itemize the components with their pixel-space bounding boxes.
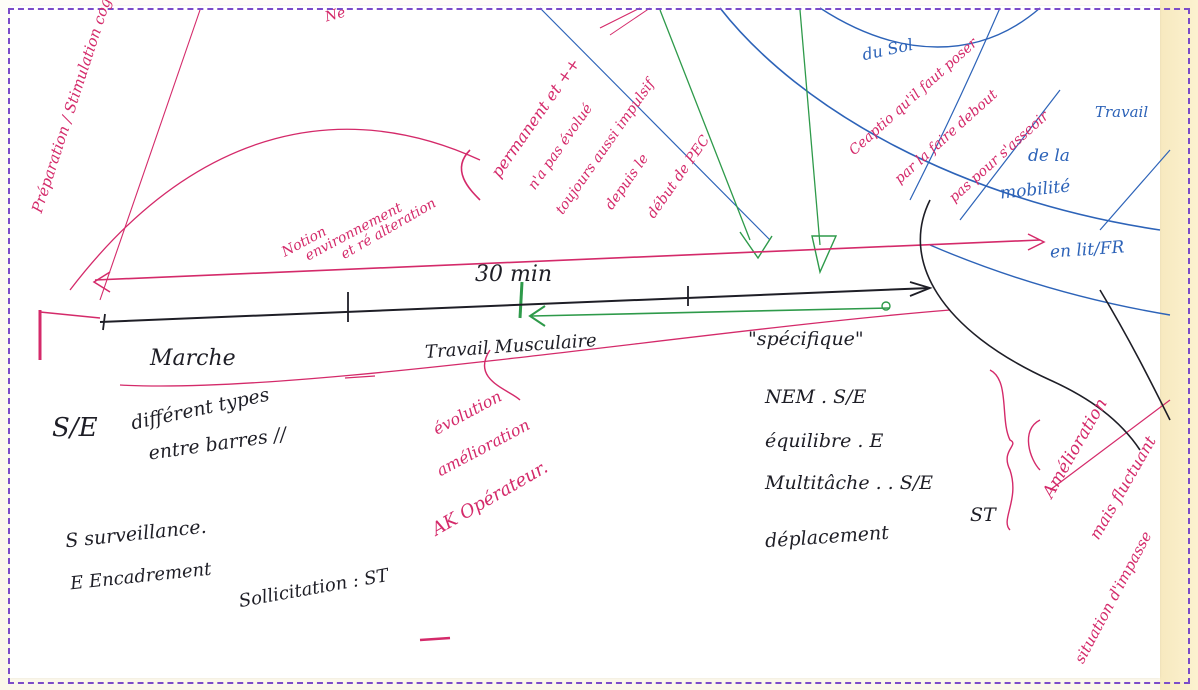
note-s-e: S/E (52, 413, 98, 443)
note-de-la: de la (1028, 146, 1070, 166)
pink-diag-right (1049, 399, 1171, 491)
green-end-dot (881, 301, 891, 311)
note-equilibre: équilibre . E (765, 430, 884, 452)
pink-brace-left (460, 149, 481, 201)
pink-arrowhead-right (1027, 233, 1046, 251)
green-line-2 (799, 9, 821, 246)
pink-top-wave (609, 7, 651, 36)
timeline-arrowhead (909, 281, 933, 297)
pink-arrowhead-left (92, 271, 111, 293)
paper-edge (1160, 0, 1198, 690)
green-arrowhead-2 (811, 235, 838, 275)
green-arrowhead-1 (739, 231, 773, 260)
black-line-top (99, 9, 201, 301)
note-specifique: "spécifique" (748, 328, 864, 350)
blue-arc-large (719, 7, 1161, 231)
pink-small-arrow (344, 375, 376, 379)
timeline (99, 287, 931, 323)
blue-line-diag (959, 89, 1061, 221)
pink-top-line (599, 7, 641, 29)
note-st: ST (970, 504, 996, 526)
green-arrowhead-back (528, 305, 546, 327)
timeline-tick-1 (102, 313, 106, 331)
black-arc-right (919, 199, 1141, 451)
blue-line-top-left (539, 7, 771, 241)
notebook-page (10, 6, 1160, 678)
blue-arc-right (909, 7, 1001, 201)
black-arc-right2 (1099, 289, 1171, 421)
pink-long-line (94, 239, 1041, 281)
blue-arc-lower (929, 244, 1171, 316)
pink-left-foot (39, 311, 101, 319)
note-30-min: 30 min (475, 262, 553, 287)
blue-line-diag2 (1099, 149, 1171, 231)
blue-arc-top (819, 7, 1041, 48)
pink-dash-bottom (419, 636, 451, 642)
pink-loop (483, 349, 521, 401)
green-tick (518, 281, 524, 319)
pink-underline-1 (119, 309, 951, 387)
note-marche: Marche (150, 346, 236, 371)
green-line-1 (659, 9, 751, 241)
green-arrow-back (531, 307, 891, 317)
note-multitache: Multitâche . . S/E (765, 472, 934, 494)
note-travail-blue: Travail (1095, 103, 1149, 121)
pink-brace-2 (1027, 419, 1041, 471)
pink-brace-right (989, 369, 1014, 531)
note-nem: NEM . S/E (765, 386, 867, 408)
